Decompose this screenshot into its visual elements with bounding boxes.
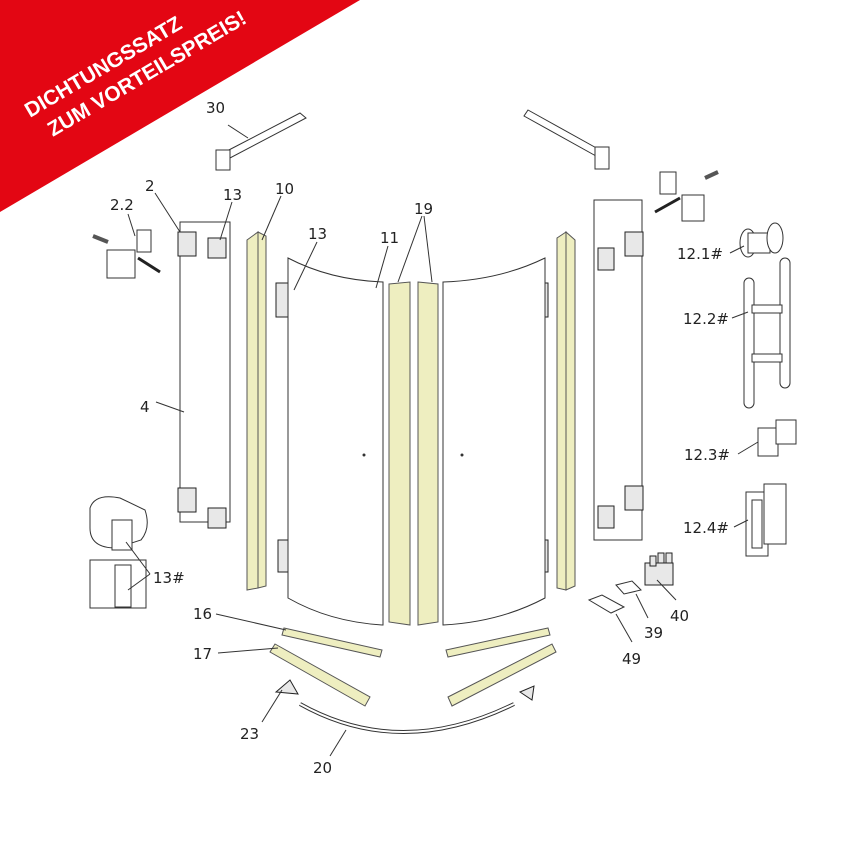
leader-lines	[125, 192, 759, 757]
label-17: 17	[193, 645, 212, 663]
label-12-2: 12.2#	[683, 310, 729, 328]
wedge-39	[615, 580, 642, 595]
label-30: 30	[206, 99, 225, 117]
label-13-hash: 13#	[153, 569, 185, 587]
spacer-49	[587, 594, 626, 614]
label-13: 13	[223, 186, 242, 204]
wall-bracket-right	[654, 170, 719, 222]
promo-banner: DICHTUNGSSATZ ZUM VORTEILSPREIS!	[0, 0, 360, 212]
seal-strips	[246, 230, 576, 707]
label-23: 23	[240, 725, 259, 743]
handle-12-4	[745, 483, 787, 557]
label-4: 4	[140, 398, 150, 416]
end-cap-right	[518, 685, 535, 701]
label-12-4: 12.4#	[683, 519, 729, 537]
fixed-panel-left	[179, 221, 231, 523]
door-panel-right	[442, 257, 546, 626]
label-13-door: 13	[308, 225, 327, 243]
banner-background	[0, 0, 360, 212]
label-19: 19	[414, 200, 433, 218]
wall-bracket-left	[92, 229, 161, 279]
bar-handle-12-2	[743, 257, 791, 409]
label-49: 49	[622, 650, 641, 668]
stabilizer-bar-left	[215, 112, 307, 171]
label-12-3: 12.3#	[684, 446, 730, 464]
hinge-13-hash	[89, 496, 148, 609]
fixed-panel-right	[593, 199, 643, 541]
label-20: 20	[313, 759, 332, 777]
door-panel-left	[287, 257, 384, 626]
knob-12-1	[739, 222, 784, 258]
label-11: 11	[380, 229, 399, 247]
label-2-2: 2.2	[110, 196, 134, 214]
label-12-1: 12.1#	[677, 245, 723, 263]
label-16: 16	[193, 605, 212, 623]
stabilizer-bar-right	[523, 109, 610, 170]
label-39: 39	[644, 624, 663, 642]
label-2: 2	[145, 177, 155, 195]
label-40: 40	[670, 607, 689, 625]
knob-12-3	[757, 419, 797, 457]
end-cap-left	[274, 679, 299, 695]
clip-40	[644, 552, 674, 586]
label-10: 10	[275, 180, 294, 198]
